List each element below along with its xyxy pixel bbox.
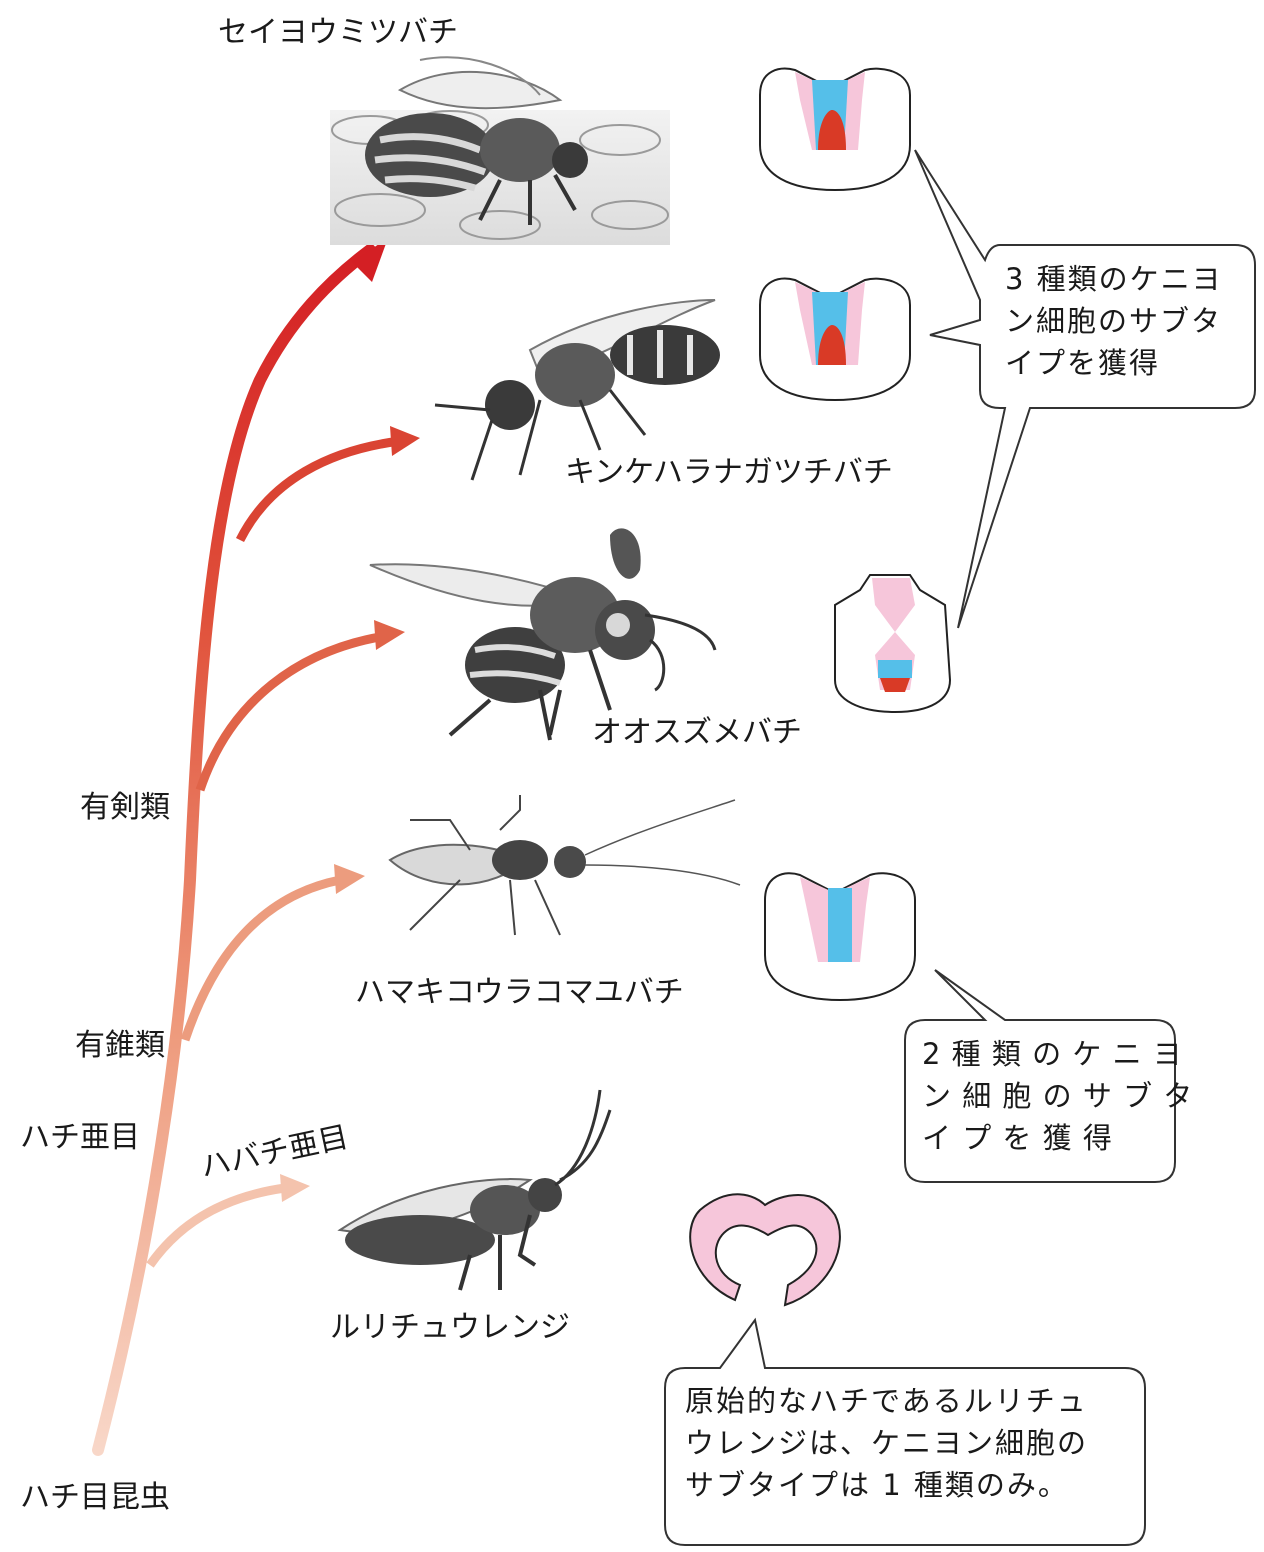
branch-scoliid — [235, 436, 401, 543]
mushroom-body-section-icon — [764, 872, 916, 1002]
callout-bubble-one — [664, 1317, 1146, 1546]
arrowhead-scoliid — [390, 426, 420, 456]
clade-label-yukenrui: 有剣類 — [80, 790, 170, 825]
callout-text-two: 2 種 類 の ケ ニ ヨ ン 細 胞 の サ ブ タ イ プ を 獲 得 — [922, 1037, 1194, 1156]
insect-illustration-icon — [337, 1089, 612, 1291]
species-label-honeybee: セイヨウミツバチ — [218, 15, 458, 50]
callout-text-one: 原始的なハチであるルリチュ ウレンジは、ケニヨン細胞の サブタイプは 1 種類の… — [685, 1384, 1089, 1503]
mushroom-body-section-icon — [759, 277, 911, 402]
mushroom-body-section-icon — [759, 67, 911, 192]
arrowhead-sawfly — [280, 1174, 310, 1202]
branch-braconid — [180, 875, 341, 1042]
callout-bubble-three — [914, 149, 1256, 629]
root-label: ハチ目昆虫 — [20, 1480, 170, 1515]
insect-illustration-icon — [330, 56, 670, 245]
branch-sawfly — [146, 1183, 286, 1268]
species-label-braconid: ハマキコウラコマユバチ — [355, 975, 684, 1010]
arrowhead-braconid — [334, 864, 365, 894]
species-label-sawfly: ルリチュウレンジ — [330, 1310, 570, 1345]
callout-text-three: 3 種類のケニヨ ン細胞のサブタ イプを獲得 — [1005, 262, 1223, 381]
branch-hornet — [195, 631, 386, 792]
mushroom-body-section-icon — [689, 1193, 841, 1307]
arrowhead-honeybee — [352, 238, 388, 282]
species-label-hornet: オオスズメバチ — [592, 715, 802, 750]
callout-bubble-two — [904, 969, 1176, 1183]
tree-trunk — [92, 244, 376, 1456]
species-label-scoliid: キンケハラナガツチバチ — [565, 455, 893, 490]
arrowhead-hornet — [374, 620, 405, 650]
mushroom-body-section-icon — [834, 574, 952, 714]
clade-label-hachi-amoku: ハチ亜目 — [20, 1120, 140, 1155]
insect-illustration-icon — [388, 795, 741, 936]
clade-label-yusuirui: 有錐類 — [75, 1028, 165, 1063]
insect-illustration-icon — [434, 299, 720, 481]
insect-illustration-icon — [369, 528, 717, 741]
